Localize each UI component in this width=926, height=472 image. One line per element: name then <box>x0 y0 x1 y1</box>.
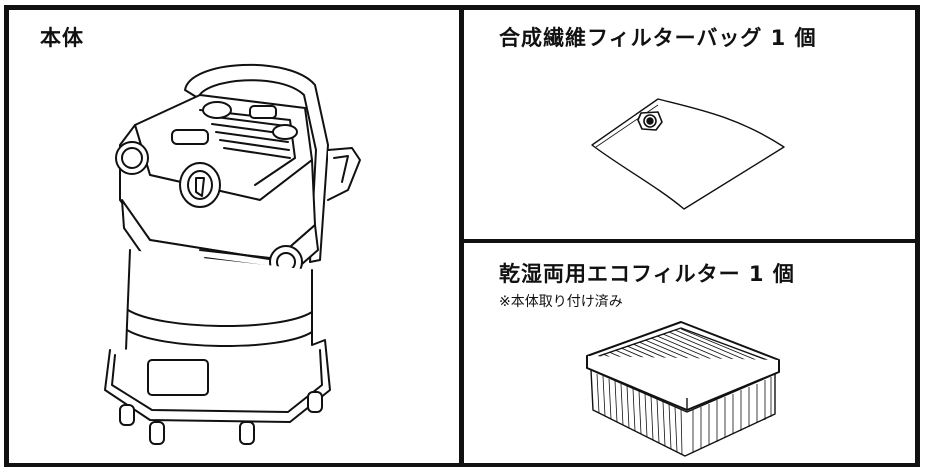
eco-filter-note: ※本体取り付け済み <box>499 294 623 310</box>
vertical-divider <box>459 5 464 467</box>
filter-bag-icon <box>591 98 785 210</box>
filter-bag-label: 合成繊維フィルターバッグ 1 個 <box>499 26 817 50</box>
eco-filter-label: 乾湿両用エコフィルター 1 個 <box>499 262 795 286</box>
pleated-filter-icon <box>586 321 780 457</box>
horizontal-divider <box>459 239 920 243</box>
main-unit-label: 本体 <box>40 26 84 50</box>
vacuum-cleaner-icon <box>104 63 361 445</box>
